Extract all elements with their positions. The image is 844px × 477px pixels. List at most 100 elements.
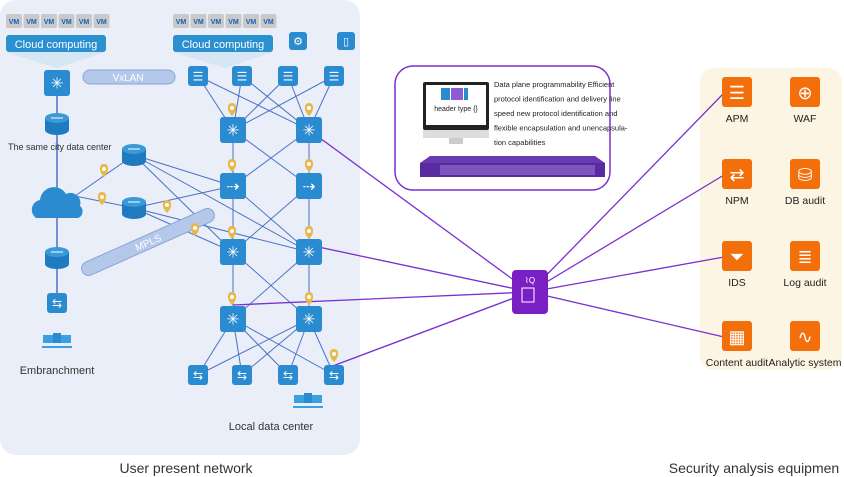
database-search-icon: ⛁ [797,165,812,185]
link [232,318,335,376]
tap-link [308,129,531,293]
core-switch-icon[interactable]: ✳ [296,239,322,265]
core-switch-icon[interactable]: ✳ [44,70,70,96]
svg-text:⇆: ⇆ [52,296,62,310]
svg-text:⇢: ⇢ [226,179,239,196]
access-switch-icon[interactable]: ⇆ [232,365,252,385]
tool-log-audit[interactable]: ≣Log audit [783,241,827,289]
beam [6,52,106,68]
access-switch-icon[interactable]: ⇆ [47,293,67,313]
packet-broker-hub[interactable]: ⌇Q [512,270,548,314]
access-switch-icon[interactable]: ⇆ [324,365,344,385]
tap-link [329,291,531,368]
access-switch-icon[interactable]: ⇆ [278,365,298,385]
storage-icon[interactable]: ▯ [337,32,355,50]
load-balancer-icon[interactable]: ⇢ [220,173,246,199]
core-switch-icon[interactable]: ✳ [220,306,246,332]
tool-db-audit[interactable]: ⛁ DB audit [785,159,825,207]
svg-text:☰: ☰ [283,69,294,83]
location-pin-icon [97,192,107,205]
location-pin-icon [227,159,237,172]
location-pin-icon [304,226,314,239]
embranchment-label: Embranchment [20,365,95,377]
pulse-search-icon: ⌇Q [525,276,535,285]
user-network-caption: User present network [119,460,253,476]
svg-text:VM: VM [246,19,257,26]
same-city-label: The same city data center [8,142,112,152]
svg-text:VM: VM [9,19,20,26]
svg-text:VM: VM [26,19,37,26]
core-switch-icon[interactable]: ✳ [220,117,246,143]
tool-link [529,256,725,293]
computers-icon [293,393,323,408]
server-icon[interactable]: ☰ [188,66,208,86]
svg-text:⇆: ⇆ [237,368,247,382]
tool-link [529,92,725,293]
svg-text:VM: VM [44,19,55,26]
location-pin-icon [227,103,237,116]
svg-text:☰: ☰ [193,69,204,83]
tool-ids[interactable]: ⏷IDS [722,241,752,289]
tool-link [529,174,725,293]
vm-icon: VM [6,14,22,28]
location-pin-icon [304,292,314,305]
svg-text:VM: VM [61,19,72,26]
core-switch-icon[interactable]: ✳ [296,306,322,332]
svg-text:⇢: ⇢ [302,179,315,196]
router-icon[interactable] [45,247,69,269]
svg-text:✳: ✳ [50,76,63,93]
svg-text:✳: ✳ [226,245,239,262]
svg-text:⇆: ⇆ [329,368,339,382]
globe-search-icon: ⊕ [797,83,812,103]
vm-icon: VM [243,14,259,28]
svg-text:VM: VM [228,19,239,26]
core-switch-icon[interactable]: ✳ [296,117,322,143]
router-icon[interactable] [45,113,69,135]
feature-text-line: Data plane programmability Efficient [494,80,615,89]
link [133,154,310,253]
svg-text:VM: VM [96,19,107,26]
settings-gears-icon[interactable]: ⚙ [289,32,307,50]
list-icon: ☰ [729,83,745,103]
vm-icon: VM [93,14,110,28]
server-icon[interactable]: ☰ [278,66,298,86]
vxlan-label: VxLAN [112,73,143,84]
svg-text:✳: ✳ [302,312,315,329]
svg-text:✳: ✳ [226,312,239,329]
svg-text:▯: ▯ [343,36,349,48]
svg-text:VM: VM [79,19,90,26]
core-switch-icon[interactable]: ✳ [220,239,246,265]
router-icon[interactable] [122,144,146,166]
cloud-computing-right[interactable]: Cloud computing [173,35,273,52]
vm-icon: VM [260,14,277,28]
tool-link [529,291,725,338]
svg-text:⚙: ⚙ [293,36,303,48]
tool-label: DB audit [785,195,825,207]
log-search-icon: ≣ [797,247,812,267]
location-pin-icon [99,164,109,177]
tool-label: APM [726,113,749,125]
access-switch-icon[interactable]: ⇆ [188,365,208,385]
svg-text:✳: ✳ [302,245,315,262]
cloud-icon [31,187,83,218]
link [232,75,335,131]
pulse-search-icon: ∿ [797,327,812,347]
tool-label: WAF [794,113,817,125]
location-pin-icon [227,226,237,239]
feature-text-line: protocol identification and delivery lin… [494,95,621,104]
load-balancer-icon[interactable]: ⇢ [296,173,322,199]
link [133,154,234,253]
tool-npm[interactable]: ⇄NPM [722,159,752,207]
tool-analytic-system[interactable]: ∿Analytic system [769,321,842,369]
vm-icon: VM [225,14,242,28]
svg-text:☰: ☰ [329,69,340,83]
server-icon[interactable]: ☰ [232,66,252,86]
cloud-computing-left[interactable]: Cloud computing [6,35,106,52]
tool-label: NPM [725,195,748,207]
tool-content-audit[interactable]: ▦Content audit [706,321,769,369]
router-icon[interactable] [122,197,146,219]
server-icon[interactable]: ☰ [324,66,344,86]
tool-waf[interactable]: ⊕ WAF [790,77,820,125]
tool-apm[interactable]: ☰ APM [722,77,752,125]
